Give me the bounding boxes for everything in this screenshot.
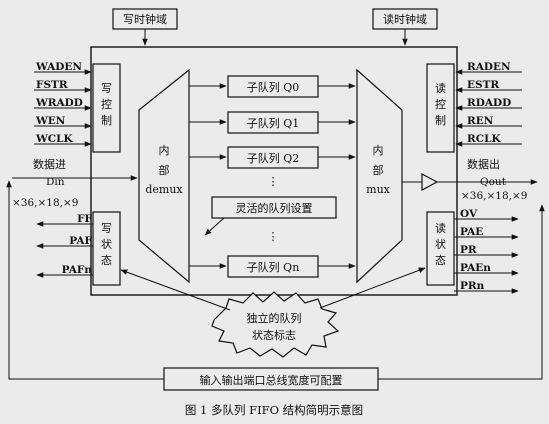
subqueue-qn-label: 子队列 Qn: [247, 260, 300, 274]
read-input-raden: RADEN: [467, 61, 511, 73]
queue-ellipsis-lower: ⋮: [268, 230, 279, 243]
read-status-box: [426, 211, 455, 286]
read-input-ren: REN: [467, 115, 494, 127]
read-input-rdadd: RDADD: [467, 97, 511, 109]
write-control-box: [92, 63, 121, 153]
read-input-signals: RADEN ESTR RDADD REN RCLK: [455, 61, 522, 147]
figure-caption: 图 1 多队列 FIFO 结构简明示意图: [185, 403, 363, 417]
read-flag-pae: PAE: [460, 226, 483, 238]
write-input-signals: WADEN FSTR WRADD WEN WCLK: [34, 61, 92, 147]
demux-label-line2: 部: [159, 163, 170, 177]
write-flag-signals: FF PAF PAFn: [36, 213, 93, 278]
independent-flags-line2: 状态标志: [252, 328, 296, 342]
demux-label-line1: 内: [159, 143, 170, 157]
write-input-wclk: WCLK: [35, 133, 74, 145]
queue-ellipsis-upper: ⋮: [268, 175, 279, 188]
write-input-wen: WEN: [35, 115, 66, 127]
data-out-label: 数据出: [467, 157, 500, 171]
write-input-wradd: WRADD: [35, 97, 83, 109]
write-input-waden: WADEN: [35, 61, 82, 73]
internal-mux: [356, 68, 403, 284]
read-clock-domain-label: 读时钟域: [383, 12, 427, 26]
read-control-box: [426, 63, 455, 153]
read-status-label: 读状态: [435, 221, 446, 267]
flexible-queue-setting-label: 灵活的队列设置: [236, 201, 313, 215]
write-control-label: 写控制: [101, 82, 112, 127]
mux-label-line2: 部: [373, 163, 384, 177]
write-status-label: 写状态: [101, 222, 112, 267]
data-in-name: Din: [46, 176, 65, 188]
independent-flags-line1: 独立的队列: [247, 311, 302, 325]
read-input-rclk: RCLK: [467, 133, 501, 145]
mux-label-line1: 内: [373, 143, 384, 157]
read-flag-pr: PR: [460, 244, 477, 256]
write-flag-ff: FF: [77, 213, 92, 225]
subqueue-q1-label: 子队列 Q1: [247, 116, 300, 130]
write-flag-paf: PAF: [69, 235, 92, 247]
bus-width-config-label: 输入输出端口总线宽度可配置: [200, 373, 343, 387]
read-control-label: 读控制: [435, 81, 446, 127]
write-clock-domain-label: 写时钟域: [123, 12, 167, 26]
output-buffer: [421, 173, 439, 191]
independent-flags-burst: [211, 291, 340, 358]
write-status-box: [92, 211, 121, 286]
read-flag-ov: OV: [460, 208, 478, 220]
flexible-queue-setting-box: [211, 196, 337, 219]
data-in-label: 数据进: [33, 157, 66, 171]
subqueue-q2-label: 子队列 Q2: [247, 151, 300, 165]
mux-label-line3: mux: [366, 183, 391, 196]
internal-demux: [138, 68, 190, 284]
data-in-widths: ×36,×18,×9: [12, 197, 78, 209]
read-flag-paen: PAEn: [460, 262, 491, 274]
read-flag-prn: PRn: [460, 280, 485, 292]
read-input-estr: ESTR: [467, 79, 499, 91]
subqueue-q0-label: 子队列 Q0: [247, 80, 300, 94]
data-out-widths: ×36,×18,×9: [461, 190, 527, 202]
demux-label-line3: demux: [145, 183, 183, 196]
write-input-fstr: FSTR: [36, 79, 68, 91]
write-flag-pafn: PAFn: [62, 264, 93, 276]
